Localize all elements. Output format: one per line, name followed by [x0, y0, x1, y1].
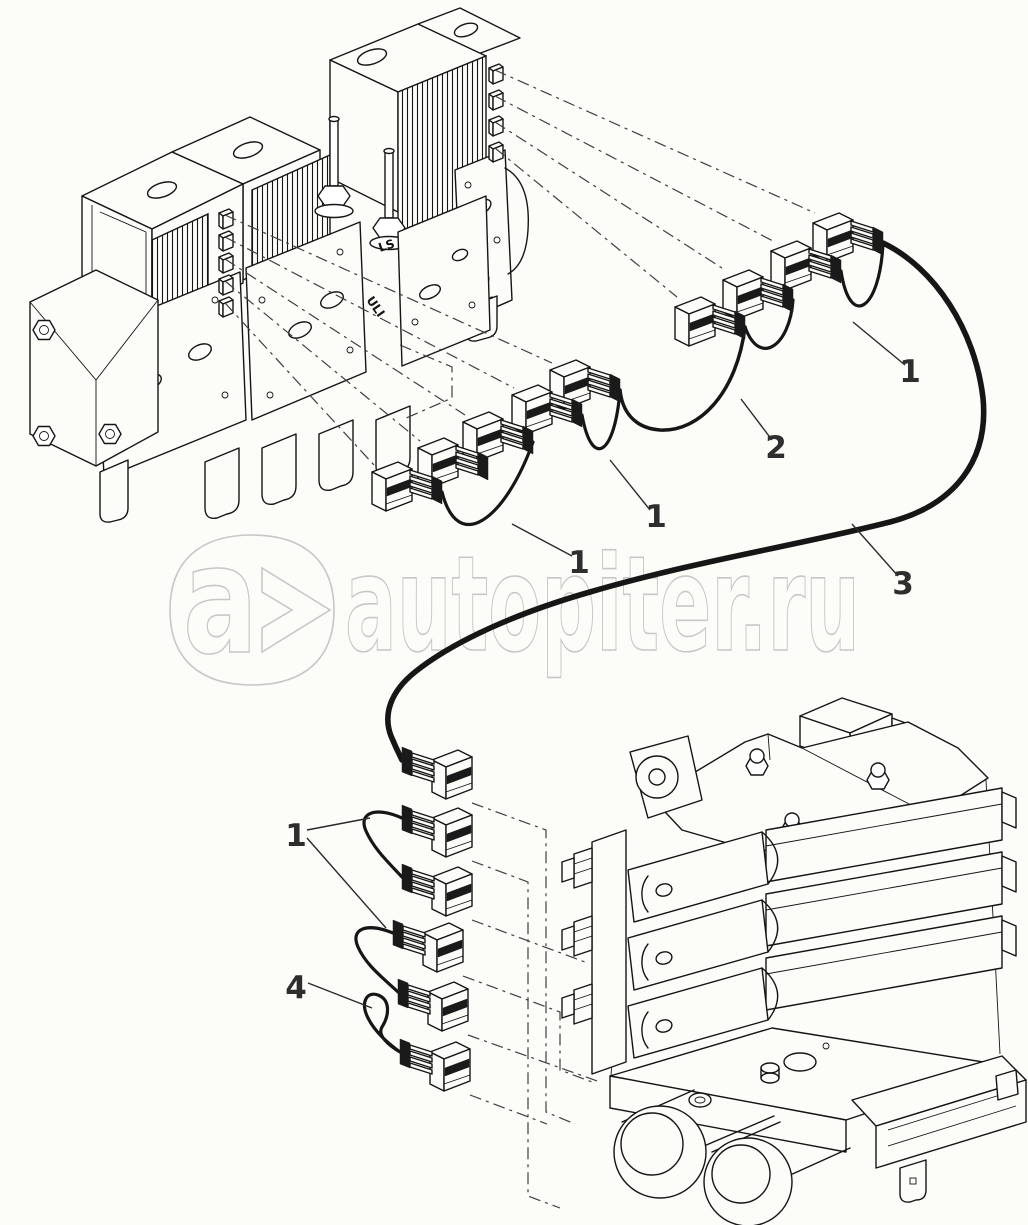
bracket-ear	[629, 735, 703, 819]
jumper-cable	[743, 298, 795, 350]
solenoid-post	[561, 847, 593, 889]
connector-plug	[392, 919, 464, 973]
terminal-clip	[218, 230, 234, 252]
terminal-clip	[218, 296, 234, 318]
connector-plug	[399, 1038, 471, 1092]
hydraulic-cylinder	[703, 1121, 851, 1225]
connector-plug	[401, 804, 473, 858]
callout-label-4: 4	[285, 970, 307, 1006]
connector-chain-top	[674, 212, 884, 347]
valve-body	[245, 221, 367, 421]
watermark-logo-chevron-icon	[261, 566, 332, 654]
jumper-cable	[440, 440, 535, 526]
projection-lines	[224, 69, 816, 1209]
end-valve-block	[851, 1055, 1027, 1203]
upper-valve-assembly: LS ULI	[29, 7, 530, 523]
watermark: a autopiter.ru	[169, 514, 861, 689]
solenoid-post	[561, 983, 593, 1025]
valve-section-front	[627, 967, 779, 1059]
connector-plug	[397, 978, 469, 1032]
end-block	[29, 269, 159, 467]
mounting-feet	[99, 405, 411, 523]
terminal-clip	[488, 89, 504, 111]
jumper-cable	[580, 388, 622, 451]
jumper-cable	[354, 926, 400, 994]
callout-label-1: 1	[285, 818, 307, 854]
connector-plug	[401, 746, 473, 800]
callout-label-2: 2	[765, 430, 787, 466]
watermark-site-text: autopiter.ru	[345, 528, 860, 682]
valve-body	[397, 195, 491, 367]
loop-plug-item-4	[363, 992, 402, 1054]
cast-mark-ls: LS	[377, 237, 397, 255]
jumper-cable	[839, 241, 885, 308]
watermark-logo-outline	[169, 534, 335, 686]
stud-post	[314, 115, 354, 219]
jumper-cable	[362, 810, 404, 879]
valve-section-front	[627, 831, 779, 923]
cable-item-3	[385, 240, 987, 763]
watermark-logo-letter: a	[183, 514, 258, 688]
solenoid-post	[561, 915, 593, 957]
hydraulic-cylinder	[613, 1089, 775, 1199]
lower-valve-assembly	[561, 697, 1027, 1225]
hex-bolt	[32, 319, 122, 447]
connector-chain-bottom	[392, 746, 473, 1092]
callout-label-1: 1	[899, 354, 921, 390]
terminal-clip	[218, 274, 234, 296]
terminal-clip	[488, 141, 504, 163]
valve-section-stack-right	[765, 787, 1017, 1011]
cable-item-2	[618, 325, 747, 432]
harness-cables	[354, 240, 987, 1054]
callouts: 1 2 1 1 3 1 4	[285, 321, 921, 1009]
callout-label-1: 1	[645, 499, 667, 535]
callout-label-1: 1	[568, 545, 590, 581]
valve-section-front	[627, 899, 779, 991]
connector-plug	[401, 863, 473, 917]
terminal-clip	[218, 208, 234, 230]
left-plate	[591, 829, 627, 1075]
terminal-clip	[488, 63, 504, 85]
callout-label-3: 3	[892, 566, 914, 602]
